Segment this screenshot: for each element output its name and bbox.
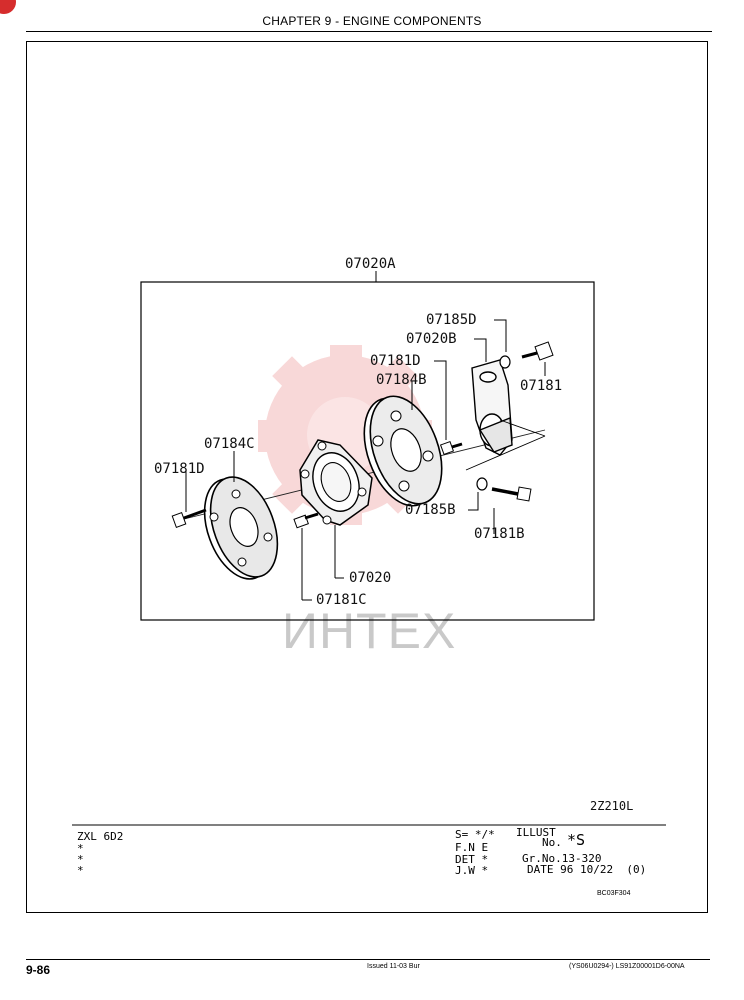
page-corner-badge xyxy=(0,0,16,14)
disk-07184C xyxy=(203,476,279,580)
document-code: (YS06U0294-) LS91Z00001D6-00NA xyxy=(569,963,685,970)
title-block-mark-1: * xyxy=(77,842,84,855)
washer-07185B xyxy=(476,477,488,491)
title-block-s-line: S= */* xyxy=(455,828,495,841)
title-block-illust-label: ILLUST xyxy=(516,826,556,839)
washer-07185D xyxy=(499,355,511,369)
label-07181C: 07181C xyxy=(316,592,367,608)
title-rule xyxy=(26,31,712,32)
bolt-07181 xyxy=(521,341,554,361)
label-07181D-top: 07181D xyxy=(370,353,421,369)
label-assembly: 07020A xyxy=(345,256,396,272)
flange-07020 xyxy=(299,439,373,526)
figure-code: 2Z210L xyxy=(590,799,633,813)
bolt-07181B xyxy=(491,486,532,502)
title-block-date: DATE 96 10/22 (0) xyxy=(527,863,647,876)
issued-text: Issued 11-03 Bur xyxy=(367,963,420,970)
yoke-07020B xyxy=(471,359,513,456)
label-07184B: 07184B xyxy=(376,372,427,388)
chapter-title: CHAPTER 9 - ENGINE COMPONENTS xyxy=(262,14,482,28)
title-block-illust-no: *S xyxy=(567,831,586,849)
assembly-box xyxy=(140,281,595,621)
page-frame xyxy=(26,41,708,913)
page-number: 9-86 xyxy=(26,963,51,977)
disk-07184B xyxy=(363,395,443,507)
title-block-fne-line: F.N E xyxy=(455,841,489,854)
title-block-no-label: No. xyxy=(542,836,562,849)
footer-rule xyxy=(26,959,710,960)
watermark-text: ИНТЕХ xyxy=(282,603,457,659)
bolt-07181D-top xyxy=(439,440,463,456)
bolt-07181C xyxy=(293,512,319,529)
label-07185B: 07185B xyxy=(405,502,456,518)
label-07181B: 07181B xyxy=(474,526,525,542)
label-07181: 07181 xyxy=(520,378,562,394)
title-block-det-line: DET * xyxy=(455,853,489,866)
bolt-07181D-left xyxy=(171,508,207,528)
label-07020B: 07020B xyxy=(406,331,457,347)
title-block-jw-line: J.W * xyxy=(455,864,489,877)
label-07181D-left: 07181D xyxy=(154,461,205,477)
label-07185D: 07185D xyxy=(426,312,477,328)
title-block-gr-no: Gr.No.13-320 xyxy=(522,852,602,865)
label-07020: 07020 xyxy=(349,570,391,586)
title-block-mark-2: * xyxy=(77,853,84,866)
label-07184C: 07184C xyxy=(204,436,255,452)
title-block-code: BC03F304 xyxy=(597,890,631,897)
title-block-mark-3: * xyxy=(77,864,84,877)
title-block-model: ZXL 6D2 xyxy=(77,830,124,843)
